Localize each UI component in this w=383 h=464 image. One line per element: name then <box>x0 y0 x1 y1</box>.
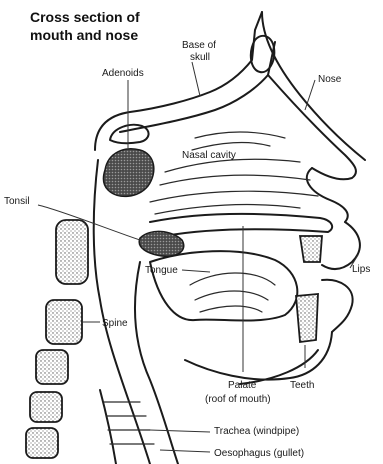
tongue-muscle-1 <box>190 273 275 285</box>
label-oesophagus: Oesophagus (gullet) <box>214 448 304 459</box>
trachea-wall <box>100 390 116 464</box>
label-nose: Nose <box>318 74 342 85</box>
label-spine: Spine <box>102 318 128 329</box>
diagram-title-line-2: mouth and nose <box>30 27 138 43</box>
label-lips: Lips <box>352 264 370 275</box>
label-nasal-cavity: Nasal cavity <box>182 150 236 161</box>
pharynx-front-wall <box>135 262 178 464</box>
upper-teeth <box>300 236 322 262</box>
sinus-outline <box>251 36 274 72</box>
leader-oesophagus <box>160 450 210 452</box>
label-trachea: Trachea (windpipe) <box>214 426 299 437</box>
tongue-muscle-2 <box>195 291 268 300</box>
lower-teeth <box>296 294 318 342</box>
vertebra-2 <box>46 300 82 344</box>
nose-bridge <box>268 75 356 179</box>
nasal-concha-1 <box>195 132 285 138</box>
nasal-concha-6 <box>155 205 300 214</box>
label-tonsil: Tonsil <box>4 196 30 207</box>
vertebra-5 <box>26 428 58 458</box>
leader-tonsil <box>38 205 140 240</box>
vertebra-4 <box>30 392 62 422</box>
leader-trachea <box>150 430 210 432</box>
tongue-outline <box>150 251 297 320</box>
tongue-muscle-3 <box>200 306 262 312</box>
nasal-concha-3 <box>165 159 300 172</box>
hard-palate <box>150 214 332 236</box>
vertebra-3 <box>36 350 68 384</box>
label-palate-line-2: (roof of mouth) <box>205 394 271 405</box>
leader-base-of-skull <box>192 62 200 96</box>
tonsil-mass <box>139 231 184 256</box>
label-base-of-skull-line-2: skull <box>190 52 210 63</box>
label-tongue: Tongue <box>145 265 178 276</box>
label-teeth: Teeth <box>290 380 314 391</box>
diagram-title-line-1: Cross section of <box>30 9 140 25</box>
label-base-of-skull-line-1: Base of <box>182 40 216 51</box>
nasal-concha-5 <box>150 191 318 202</box>
pharynx-back-wall <box>94 160 150 464</box>
leader-tongue <box>182 270 210 272</box>
lower-lip <box>322 280 353 332</box>
nasal-concha-2 <box>192 143 270 150</box>
nasal-concha-4 <box>160 175 310 185</box>
vertebra-1 <box>56 220 88 284</box>
label-palate-line-1: Palate <box>228 380 257 391</box>
adenoids-mass <box>103 149 153 197</box>
label-adenoids: Adenoids <box>102 68 144 79</box>
